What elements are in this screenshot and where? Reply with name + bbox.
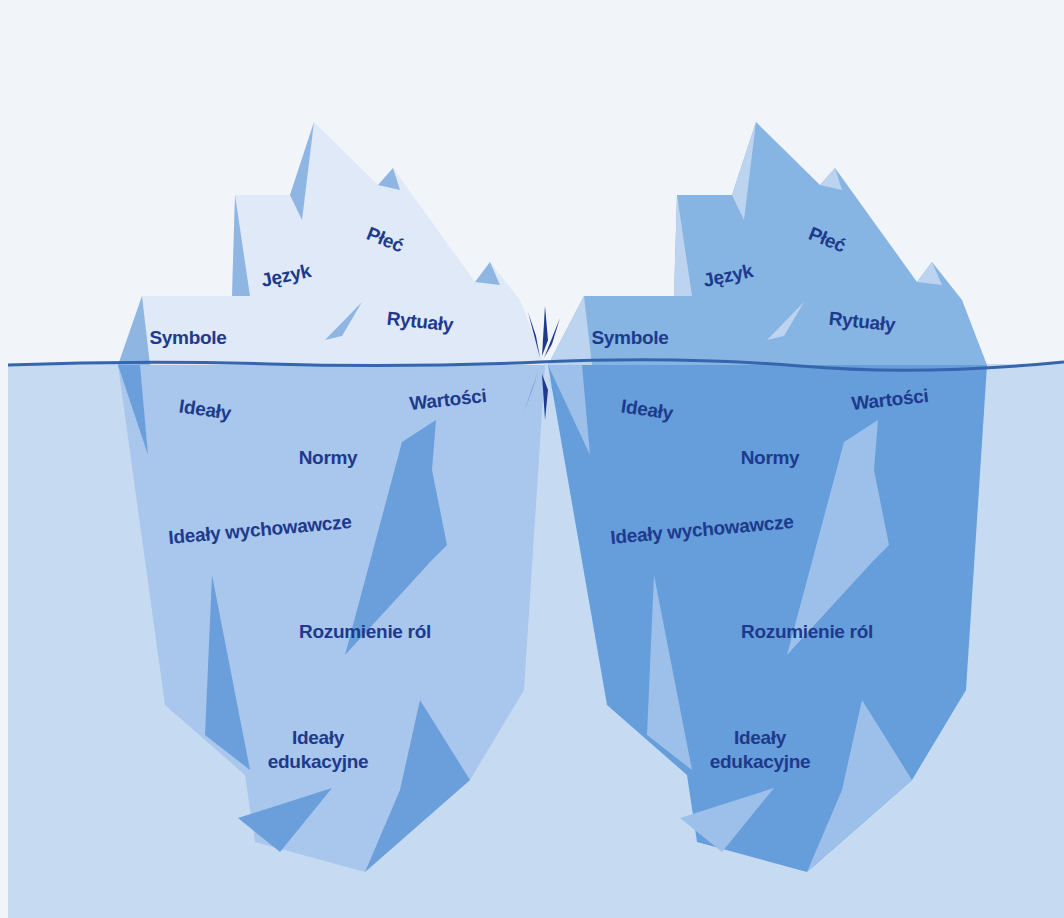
iceberg-facet bbox=[475, 262, 500, 285]
water bbox=[8, 364, 1064, 918]
iceberg: PłećJęzykSymboleRytuałyIdeałyWartościNor… bbox=[530, 110, 1000, 885]
iceberg-facet bbox=[820, 168, 842, 190]
iceberg-facet bbox=[378, 168, 400, 190]
iceberg-facet bbox=[917, 262, 942, 285]
iceberg-facet bbox=[232, 195, 250, 296]
iceberg-facet bbox=[548, 296, 592, 365]
culture-label: Rozumienie ról bbox=[275, 620, 455, 644]
iceberg-facet bbox=[325, 302, 362, 340]
culture-label: Symbole bbox=[138, 326, 238, 350]
iceberg-facet bbox=[767, 302, 804, 340]
iceberg-facet bbox=[548, 365, 590, 455]
iceberg-facet bbox=[680, 788, 774, 852]
culture-label: Normy bbox=[283, 446, 373, 470]
waterline bbox=[8, 360, 1064, 370]
splash-shard bbox=[546, 372, 560, 410]
culture-label: Normy bbox=[725, 446, 815, 470]
splash-shard bbox=[544, 318, 560, 358]
splash-shard bbox=[542, 374, 548, 420]
collision-splash bbox=[524, 306, 560, 420]
splash-shard bbox=[528, 312, 540, 358]
culture-label: Ideały edukacyjne bbox=[263, 726, 373, 774]
iceberg: PłećJęzykSymboleRytuałyIdeałyWartościNor… bbox=[100, 110, 560, 885]
iceberg-facet bbox=[290, 122, 314, 220]
iceberg-facet bbox=[807, 700, 912, 872]
iceberg-facet bbox=[238, 788, 332, 852]
iceberg-facet bbox=[787, 420, 889, 655]
iceberg-facet bbox=[647, 575, 692, 770]
splash-shard bbox=[542, 306, 548, 356]
culture-label: Ideały edukacyjne bbox=[705, 726, 815, 774]
iceberg-facet bbox=[732, 122, 756, 220]
splash-shard bbox=[524, 372, 538, 412]
iceberg-facet bbox=[345, 420, 447, 655]
iceberg-facet bbox=[674, 195, 692, 296]
iceberg-underwater bbox=[548, 365, 987, 872]
iceberg-facet bbox=[205, 575, 250, 770]
iceberg-facet bbox=[365, 700, 470, 872]
culture-label: Rozumienie ról bbox=[717, 620, 897, 644]
iceberg-tip bbox=[118, 122, 545, 365]
iceberg-tip bbox=[548, 122, 987, 365]
iceberg-facet bbox=[118, 296, 150, 365]
culture-label: Symbole bbox=[580, 326, 680, 350]
iceberg-facet bbox=[118, 365, 148, 455]
iceberg-underwater bbox=[118, 365, 545, 872]
